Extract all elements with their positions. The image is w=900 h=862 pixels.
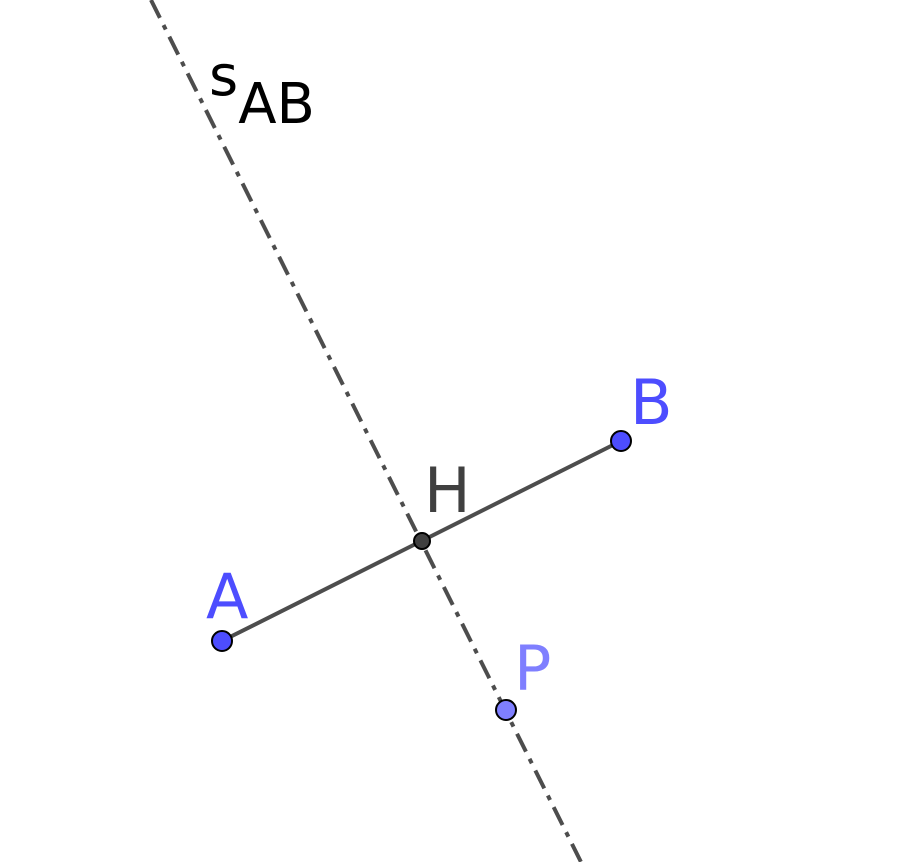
perpendicular-bisector-line[interactable]	[149, 0, 583, 862]
bisector-label: sAB	[209, 44, 315, 137]
point-b-label: B	[630, 366, 673, 439]
point-a[interactable]	[211, 630, 233, 652]
bisector-label-main: s	[209, 44, 238, 109]
point-p[interactable]	[495, 699, 517, 721]
point-h-label: H	[424, 454, 471, 527]
point-b[interactable]	[610, 430, 632, 452]
point-p-label: P	[514, 632, 551, 705]
point-a-label: A	[206, 560, 248, 633]
bisector-label-subscript: AB	[238, 72, 315, 137]
point-h[interactable]	[413, 532, 431, 550]
